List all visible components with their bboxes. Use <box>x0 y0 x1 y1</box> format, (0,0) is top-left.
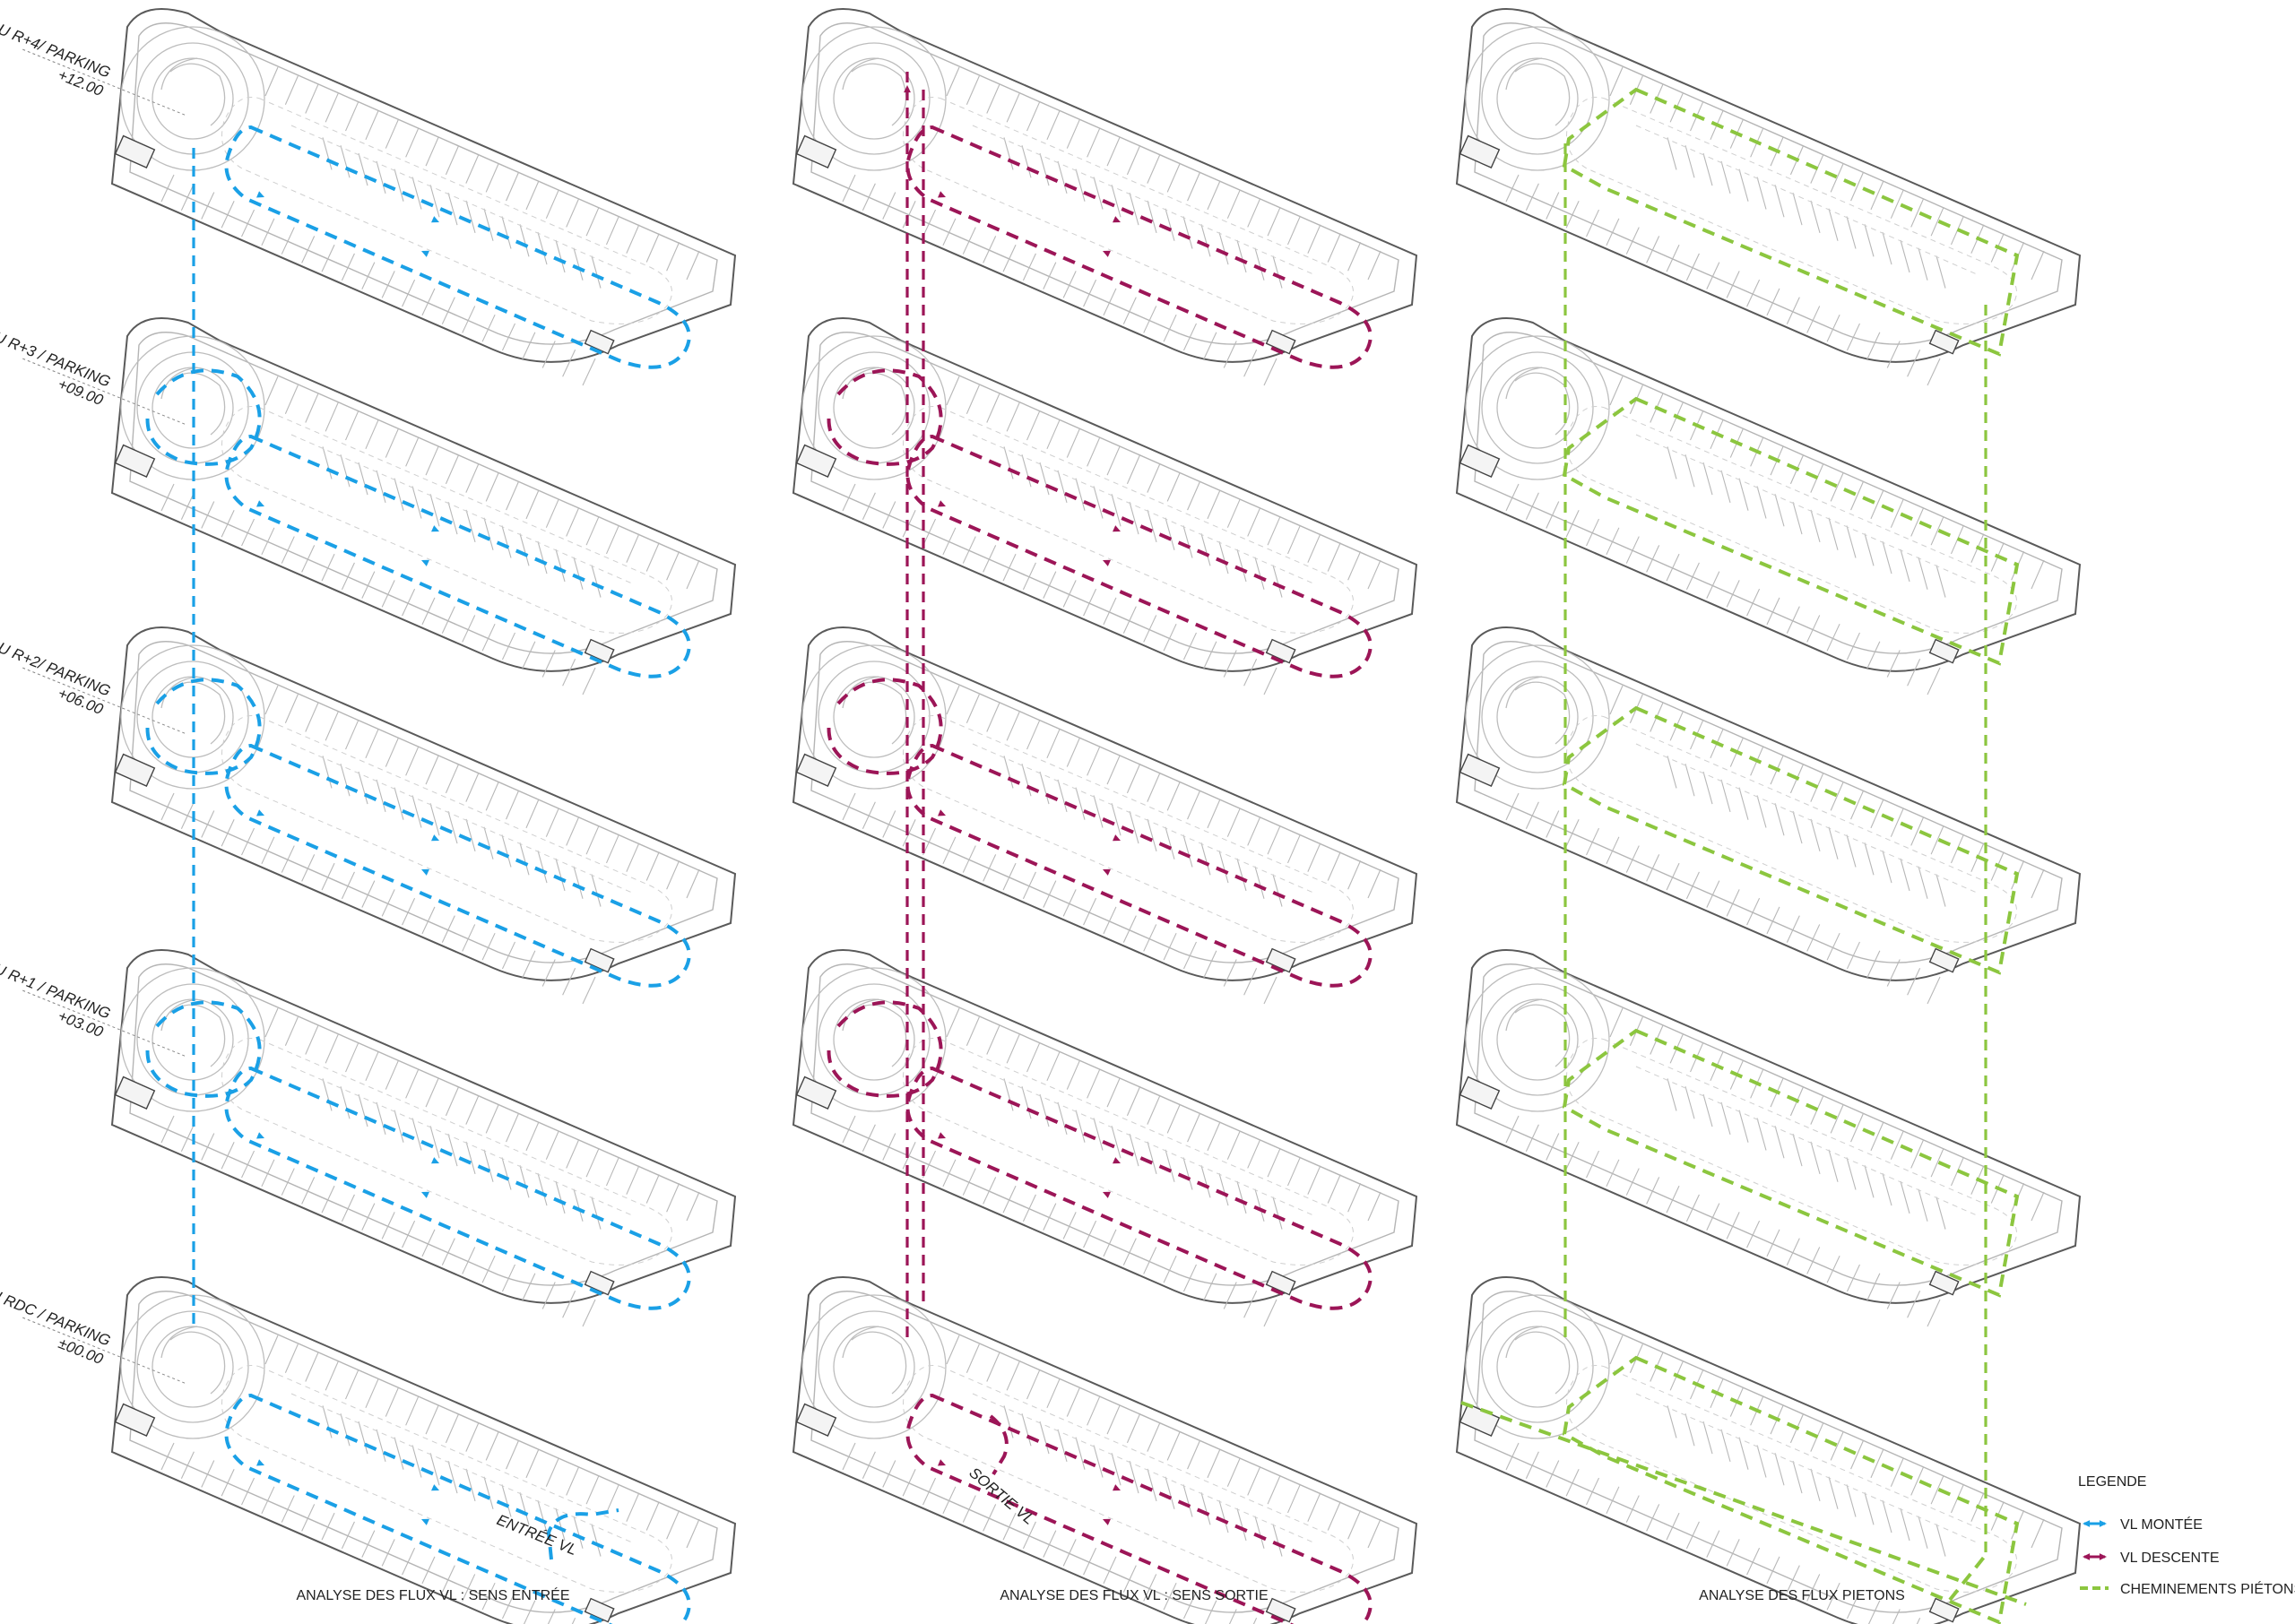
caption-pedestrian: ANALYSE DES FLUX PIETONS <box>1699 1588 1905 1603</box>
ramp-flow-path <box>145 368 262 466</box>
vertical-connections <box>192 72 1988 1559</box>
level-name: NIVEAU RDC / PARKING <box>0 1268 113 1349</box>
floor-plate <box>111 317 736 695</box>
caption-entry: ANALYSE DES FLUX VL : SENS ENTRÉE <box>297 1586 570 1603</box>
floor-plate <box>111 8 736 386</box>
flow-arrow <box>1103 250 1111 257</box>
floor-plates <box>111 8 2081 1624</box>
flow-arrow <box>1113 834 1121 842</box>
legend-label: CHEMINEMENTS PIÉTONS <box>2120 1580 2295 1597</box>
flow-arrow <box>421 1191 429 1198</box>
legend-title: LEGENDE <box>2078 1474 2146 1490</box>
floor-plate <box>792 8 1417 386</box>
legend-item-montee: VL MONTÉE <box>2083 1516 2203 1533</box>
flow-arrow <box>421 250 429 257</box>
aisle-flow-path <box>905 1393 1373 1624</box>
level-name: NIVEAU R+3 / PARKING <box>0 311 113 390</box>
legend-label: VL DESCENTE <box>2120 1551 2220 1566</box>
flow-arrow <box>256 1459 264 1466</box>
flow-arrow <box>431 834 439 842</box>
flow-arrow <box>938 1459 946 1466</box>
pedestrian-path <box>1562 1355 2020 1624</box>
ramp-flow-path <box>145 1000 262 1098</box>
aisle-flow-path <box>224 1393 691 1624</box>
flow-arrow <box>904 85 911 93</box>
flow-arrow <box>256 191 264 198</box>
flow-arrow <box>431 216 439 223</box>
aisle-flow-path <box>224 1066 691 1310</box>
flow-arrow <box>256 809 264 816</box>
floor-plate <box>792 949 1417 1327</box>
flow-arrow <box>2099 1553 2107 1560</box>
flow-arrow <box>1103 1518 1111 1525</box>
double-arrow-icon <box>2083 1553 2107 1560</box>
flow-arrow <box>256 500 264 507</box>
floor-plate <box>111 626 736 1005</box>
flow-arrow <box>431 525 439 532</box>
double-arrow-icon <box>2083 1520 2107 1527</box>
aisle-flow-path <box>224 434 691 678</box>
flow-arrow <box>938 1132 946 1139</box>
floor-plate <box>111 1276 736 1624</box>
flow-arrow <box>1113 1484 1121 1491</box>
flow-arrow <box>421 559 429 566</box>
exit-flow-path <box>989 1414 1009 1476</box>
entry-flow-path <box>546 1508 619 1560</box>
flow-arrow <box>1113 1157 1121 1164</box>
pedestrian-connector <box>1948 1553 1988 1602</box>
flow-arrow <box>431 1484 439 1491</box>
flow-arrow <box>938 500 946 507</box>
floor-plate <box>792 317 1417 695</box>
floor-plate <box>792 1276 1417 1624</box>
ramp-flow-path <box>827 1000 943 1098</box>
pedestrian-path <box>1562 396 2020 666</box>
aisle-flow-path <box>224 743 691 988</box>
flow-arrow <box>421 868 429 876</box>
aisle-flow-path <box>224 125 691 369</box>
flow-arrow <box>2099 1520 2107 1527</box>
legend-label: VL MONTÉE <box>2120 1516 2203 1533</box>
pedestrian-path <box>1562 1028 2020 1298</box>
flow-arrow <box>938 191 946 198</box>
flow-arrow <box>938 809 946 816</box>
aisle-flow-path <box>905 434 1373 678</box>
level-name: NIVEAU R+4/ PARKING <box>0 4 113 82</box>
ramp-flow-path <box>827 368 943 466</box>
caption-exit: ANALYSE DES FLUX VL : SENS SORTIE <box>1000 1588 1268 1603</box>
flow-arrow <box>1113 216 1121 223</box>
pedestrian-path <box>1562 705 2020 975</box>
ramp-flow-path <box>145 678 262 775</box>
pedestrian-street-path <box>1460 1401 2027 1606</box>
legend-item-pietons: CHEMINEMENTS PIÉTONS <box>2080 1580 2295 1597</box>
flow-arrow <box>1103 1191 1111 1198</box>
flow-arrow <box>431 1157 439 1164</box>
flow-arrow <box>1103 868 1111 876</box>
legend-item-descente: VL DESCENTE <box>2083 1551 2220 1566</box>
ramp-flow-path <box>827 678 943 775</box>
level-name: NIVEAU R+2/ PARKING <box>0 622 113 700</box>
legend: LEGENDE VL MONTÉE VL DESCENTE CHEMINEMEN… <box>2078 1474 2295 1597</box>
level-name: NIVEAU R+1 / PARKING <box>0 943 113 1022</box>
aisle-flow-path <box>905 743 1373 988</box>
flow-arrow <box>2083 1520 2091 1527</box>
flow-arrow <box>256 1132 264 1139</box>
floor-plate <box>792 626 1417 1005</box>
pedestrian-path <box>1562 87 2020 357</box>
flow-arrow <box>1103 559 1111 566</box>
aisle-flow-path <box>905 125 1373 369</box>
floor-plate <box>111 949 736 1327</box>
flow-arrow <box>1113 525 1121 532</box>
aisle-flow-path <box>905 1066 1373 1310</box>
flow-arrow <box>421 1518 429 1525</box>
flow-arrow <box>2083 1553 2091 1560</box>
flow-paths <box>145 85 2027 1624</box>
